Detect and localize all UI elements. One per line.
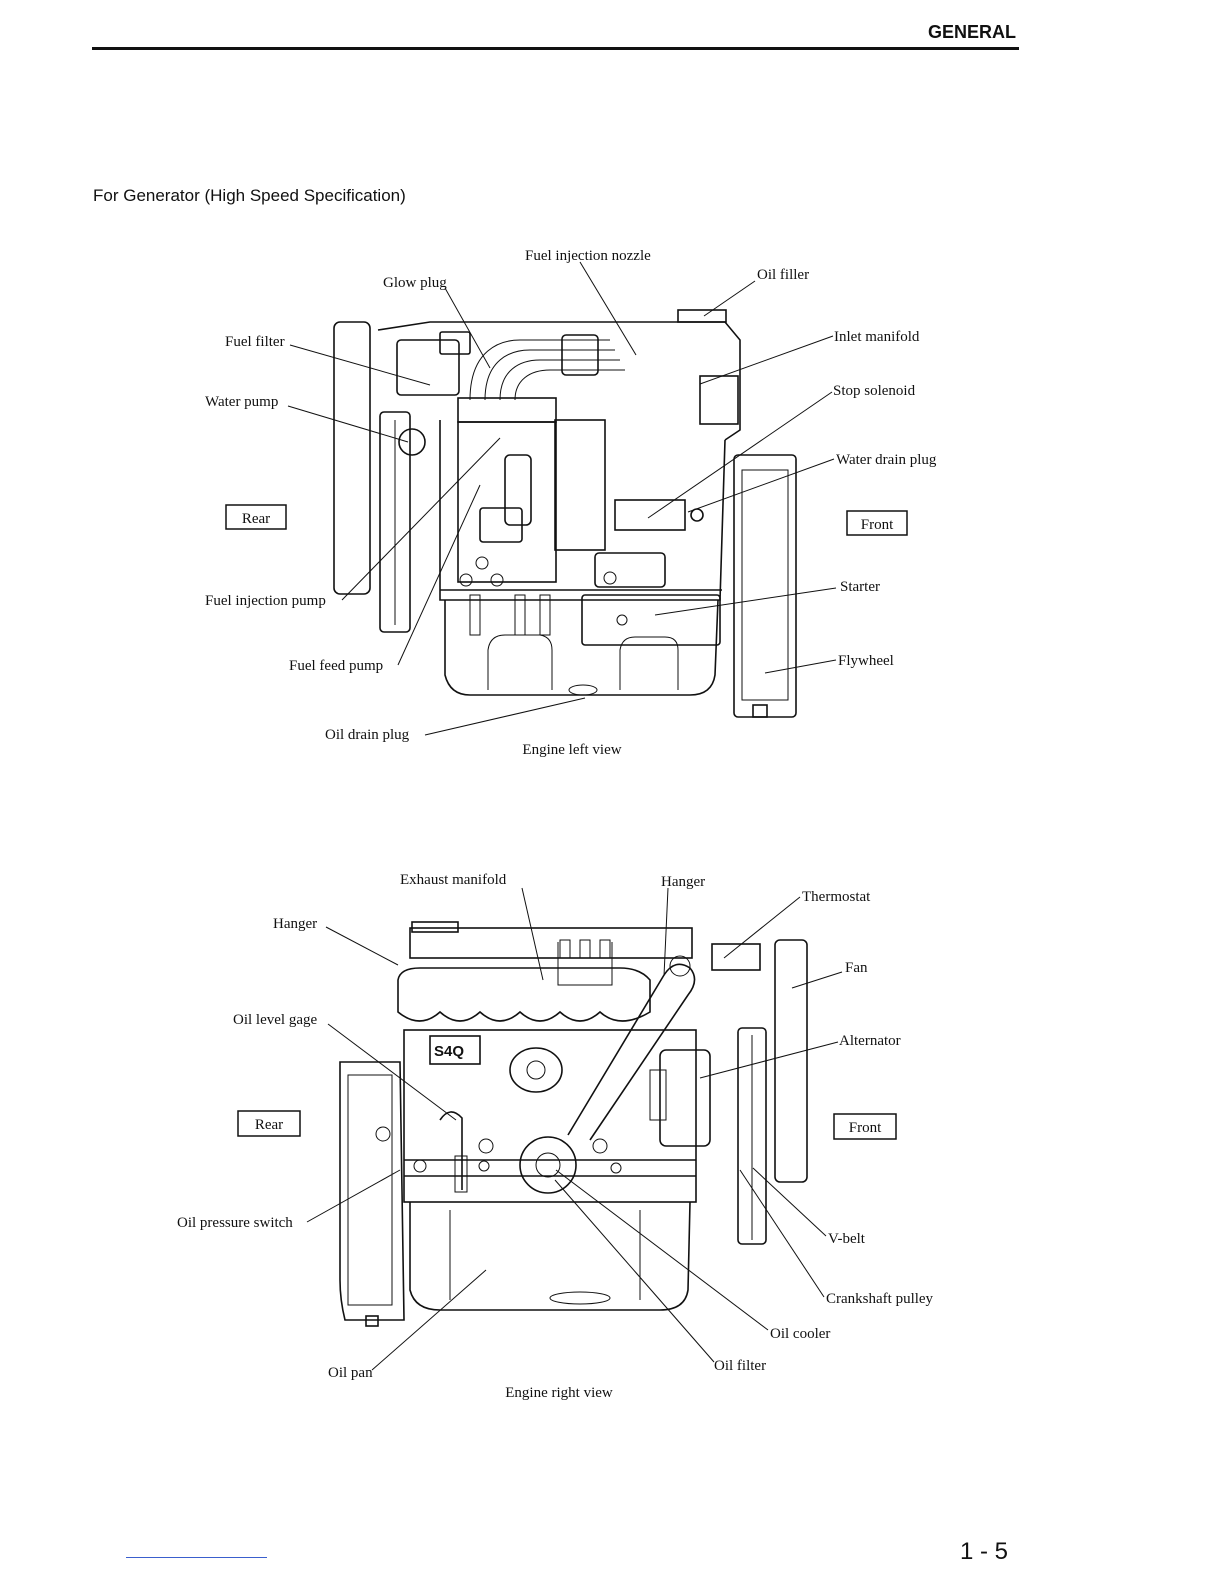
header-rule <box>92 47 1019 50</box>
caption-engine-right-view: Engine right view <box>505 1385 613 1401</box>
engine-right-drawing: S4Q <box>339 921 808 1327</box>
label-stop-solenoid: Stop solenoid <box>833 383 916 399</box>
label-fuel-injection-nozzle: Fuel injection nozzle <box>525 248 651 264</box>
rear-box-left-view: Rear <box>225 504 287 530</box>
label-fuel-filter: Fuel filter <box>225 334 285 350</box>
front-label-left-view: Front <box>861 517 894 533</box>
label-hanger-top: Hanger <box>661 874 705 890</box>
label-fuel-injection-pump: Fuel injection pump <box>205 593 326 609</box>
label-oil-filter: Oil filter <box>714 1358 766 1374</box>
engine-left-drawing <box>333 309 797 718</box>
label-crankshaft-pulley: Crankshaft pulley <box>826 1291 934 1307</box>
label-exhaust-manifold: Exhaust manifold <box>400 872 507 888</box>
label-fan: Fan <box>845 960 868 976</box>
label-oil-drain-plug: Oil drain plug <box>325 727 410 743</box>
label-v-belt: V-belt <box>828 1231 866 1247</box>
engine-badge: S4Q <box>434 1043 464 1060</box>
label-oil-pressure-switch: Oil pressure switch <box>177 1215 293 1231</box>
header-section-title: GENERAL <box>928 22 1017 42</box>
label-alternator: Alternator <box>839 1033 901 1049</box>
label-starter: Starter <box>840 579 880 595</box>
engine-right-leader-lines <box>306 887 843 1371</box>
footer-blue-rule <box>126 1557 267 1558</box>
caption-engine-left-view: Engine left view <box>522 742 621 758</box>
section-title: For Generator (High Speed Specification) <box>93 186 406 205</box>
engine-left-leader-lines <box>287 261 837 736</box>
rear-label-left-view: Rear <box>242 511 270 527</box>
label-oil-pan: Oil pan <box>328 1365 373 1381</box>
front-label-right-view: Front <box>849 1120 882 1136</box>
label-fuel-feed-pump: Fuel feed pump <box>289 658 383 674</box>
page-number: 1 - 5 <box>960 1538 1009 1565</box>
label-oil-level-gage: Oil level gage <box>233 1012 317 1028</box>
label-thermostat: Thermostat <box>802 889 871 905</box>
label-hanger-left: Hanger <box>273 916 317 932</box>
label-inlet-manifold: Inlet manifold <box>834 329 920 345</box>
label-water-pump: Water pump <box>205 394 278 410</box>
rear-label-right-view: Rear <box>255 1117 283 1133</box>
engine-left-view-figure: Fuel injection nozzle Glow plug Oil fill… <box>205 248 937 758</box>
front-box-left-view: Front <box>846 510 908 536</box>
engine-right-view-figure: S4Q <box>177 872 934 1401</box>
label-water-drain-plug: Water drain plug <box>836 452 937 468</box>
rear-box-right-view: Rear <box>237 1110 301 1137</box>
label-flywheel: Flywheel <box>838 653 894 669</box>
label-oil-cooler: Oil cooler <box>770 1326 830 1342</box>
label-glow-plug: Glow plug <box>383 275 447 291</box>
label-oil-filler: Oil filler <box>757 267 809 283</box>
front-box-right-view: Front <box>833 1113 897 1140</box>
